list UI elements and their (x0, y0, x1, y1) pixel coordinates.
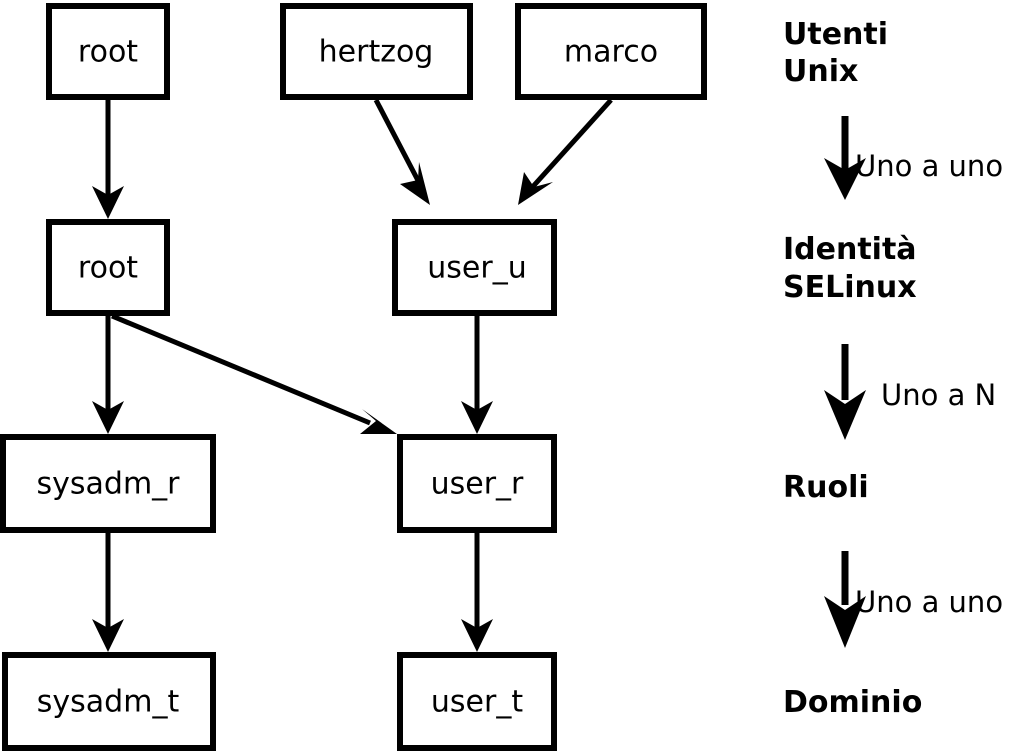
legend-relation-2-label: Uno a N (881, 378, 996, 412)
node-unix-marco[interactable]: marco (515, 3, 707, 100)
legend-column: Utenti Unix Uno a uno Identità SELinux U… (783, 17, 1003, 720)
node-domain-sysadm-t[interactable]: sysadm_t (2, 652, 216, 751)
node-layer: root hertzog marco root user_u sysadm_r (0, 3, 707, 751)
legend-relation-users-to-identities: Uno a uno (824, 116, 1003, 200)
legend-arrow-down-icon (824, 596, 866, 648)
legend-relation-1-label: Uno a uno (855, 149, 1003, 183)
node-role-sysadm-r[interactable]: sysadm_r (0, 434, 216, 533)
legend-relation-identities-to-roles: Uno a N (824, 344, 996, 440)
legend-stage-identita-line2: SELinux (783, 270, 917, 305)
legend-stage-utenti-unix-line2: Unix (783, 54, 858, 89)
node-unix-hertzog-label: hertzog (319, 35, 434, 70)
node-selinux-user-u-label: user_u (427, 251, 526, 286)
legend-stage-utenti-unix: Utenti Unix (783, 17, 888, 89)
edge-unix-root-to-sel-root (92, 100, 124, 219)
node-selinux-root[interactable]: root (46, 219, 170, 316)
legend-stage-ruoli: Ruoli (783, 470, 869, 505)
node-domain-user-t[interactable]: user_t (397, 652, 557, 751)
node-unix-root[interactable]: root (46, 3, 170, 100)
legend-arrow-down-icon (824, 158, 866, 200)
edge-layer (92, 98, 613, 652)
edge-user-u-to-user-r (461, 316, 493, 434)
edge-user-r-to-user-t (461, 533, 493, 652)
edge-marco-to-user-u (518, 98, 613, 205)
edge-hertzog-to-user-u (373, 98, 430, 205)
node-unix-root-label: root (78, 35, 138, 70)
node-domain-user-t-label: user_t (431, 685, 523, 720)
node-unix-hertzog[interactable]: hertzog (280, 3, 473, 100)
legend-stage-identita-selinux: Identità SELinux (783, 232, 917, 305)
edge-sysadm-r-to-sysadm-t (92, 533, 124, 652)
node-selinux-user-u[interactable]: user_u (392, 219, 557, 316)
legend-stage-ruoli-line1: Ruoli (783, 470, 869, 505)
node-domain-sysadm-t-label: sysadm_t (37, 685, 180, 720)
node-unix-marco-label: marco (564, 35, 658, 70)
legend-stage-utenti-unix-line1: Utenti (783, 17, 888, 52)
legend-stage-dominio-line1: Dominio (783, 685, 922, 720)
legend-stage-identita-line1: Identità (783, 232, 917, 267)
legend-relation-3-label: Uno a uno (855, 585, 1003, 619)
node-selinux-root-label: root (78, 251, 138, 286)
node-role-sysadm-r-label: sysadm_r (37, 467, 181, 502)
legend-relation-roles-to-domain: Uno a uno (824, 551, 1003, 648)
legend-arrow-down-icon (824, 390, 866, 440)
edge-sel-root-to-user-r (111, 313, 397, 434)
node-role-user-r-label: user_r (431, 467, 524, 502)
edge-sel-root-to-sysadm-r (92, 316, 124, 434)
node-role-user-r[interactable]: user_r (397, 434, 557, 533)
legend-stage-dominio: Dominio (783, 685, 922, 720)
